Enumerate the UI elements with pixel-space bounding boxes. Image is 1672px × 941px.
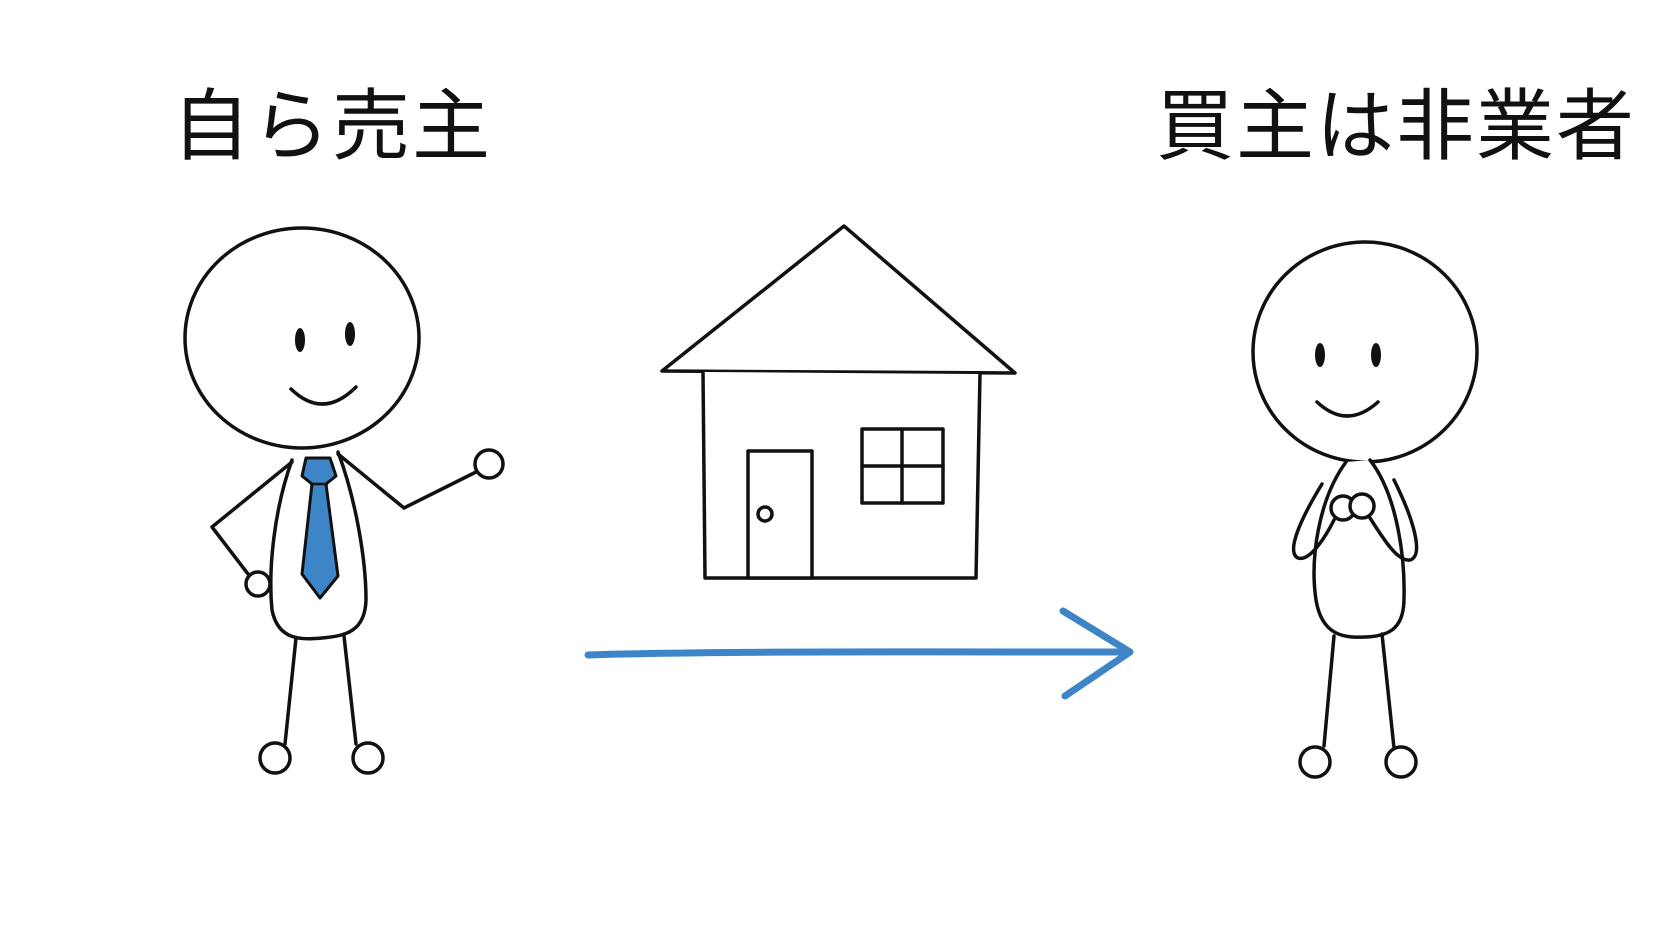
seller-smile — [289, 385, 358, 406]
seller-label: 自ら売主 — [172, 82, 493, 172]
buyer-right-eye — [1371, 343, 1381, 367]
buyer-left-arm — [1291, 482, 1336, 560]
seller-tie — [300, 456, 340, 600]
buyer-smile — [1315, 400, 1380, 418]
buyer-left-leg — [1322, 634, 1336, 748]
buyer-right-arm — [1368, 478, 1419, 562]
seller-figure — [183, 226, 505, 775]
seller-right-eye — [345, 322, 355, 346]
buyer-label: 買主は非業者 — [1156, 82, 1637, 172]
seller-right-foot — [351, 741, 385, 775]
house-window-cross — [860, 427, 945, 505]
house-roof — [660, 224, 1017, 375]
seller-left-leg — [283, 636, 298, 746]
seller-left-foot — [258, 741, 292, 775]
seller-right-hand — [473, 448, 505, 480]
seller-right-arm — [336, 452, 478, 510]
arrow-shaft — [584, 648, 1132, 659]
seller-left-hand — [244, 570, 272, 598]
seller-left-arm — [210, 460, 294, 576]
arrow-head — [1059, 607, 1134, 700]
seller-right-leg — [342, 634, 358, 746]
buyer-right-leg — [1380, 632, 1396, 750]
buyer-figure — [1251, 240, 1479, 779]
buyer-right-hand — [1348, 492, 1376, 520]
buyer-left-eye — [1315, 343, 1325, 367]
house — [660, 224, 1017, 580]
buyer-left-foot — [1298, 745, 1332, 779]
house-door-knob — [756, 505, 774, 523]
transfer-arrow — [584, 607, 1134, 700]
buyer-head — [1251, 240, 1479, 464]
buyer-right-foot — [1384, 745, 1418, 779]
seller-left-eye — [295, 328, 305, 352]
